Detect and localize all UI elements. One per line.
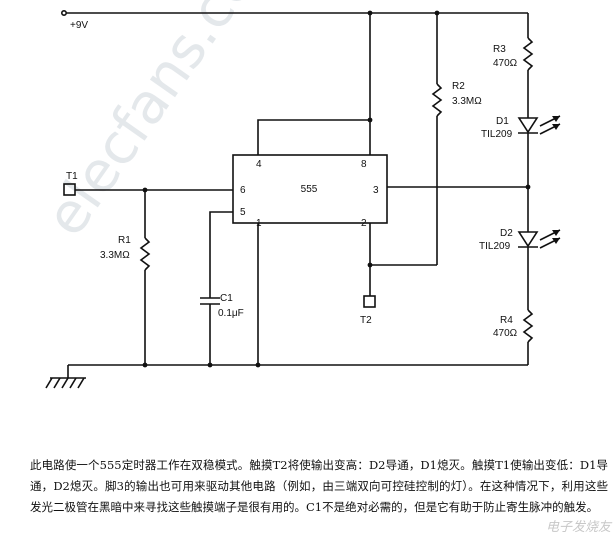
- d1-value: TIL209: [481, 129, 513, 140]
- supply-label: +9V: [70, 20, 88, 31]
- supply-rail: [60, 10, 528, 17]
- r1-ref: R1: [118, 235, 131, 246]
- d2-value: TIL209: [479, 241, 511, 252]
- pin-3: 3: [373, 185, 379, 196]
- pin-8: 8: [361, 159, 367, 170]
- c1-value: 0.1μF: [218, 308, 244, 319]
- touch-pad-t2: [363, 295, 376, 308]
- resistor-r2: [431, 13, 443, 265]
- circuit-schematic: elecfans.com +9V 555 4 8 6 5 3 1 2 T1 R1…: [33, 0, 561, 389]
- watermark: elecfans.com: [33, 0, 299, 248]
- corner-logo: 电子发烧友: [545, 520, 611, 535]
- r2-ref: R2: [452, 81, 465, 92]
- r2-value: 3.3MΩ: [452, 96, 482, 107]
- capacitor-c1: [200, 211, 233, 365]
- resistor-r4: [522, 309, 534, 365]
- t1-label: T1: [66, 171, 78, 182]
- pin-2: 2: [361, 218, 367, 229]
- ic-label: 555: [301, 184, 318, 195]
- r1-value: 3.3MΩ: [100, 250, 130, 261]
- caption-text: 此电路使一个555定时器工作在双稳模式。触摸T2将使输出变高：D2导通，D1熄灭…: [30, 458, 608, 514]
- ground-rail: [68, 362, 528, 368]
- led-d2: [517, 187, 561, 310]
- r3-value: 470Ω: [493, 58, 518, 69]
- pin-6: 6: [240, 185, 246, 196]
- pin-4: 4: [256, 159, 262, 170]
- d1-ref: D1: [496, 116, 509, 127]
- resistor-r1: [139, 190, 151, 365]
- d2-ref: D2: [500, 228, 513, 239]
- led-d1: [517, 115, 561, 187]
- pin-1: 1: [256, 218, 262, 229]
- r4-value: 470Ω: [493, 328, 518, 339]
- wire-pin2: [367, 223, 437, 296]
- ground-symbol: [45, 365, 86, 389]
- ic-555: [232, 154, 388, 224]
- c1-ref: C1: [220, 293, 233, 304]
- r3-ref: R3: [493, 44, 506, 55]
- t2-label: T2: [360, 315, 372, 326]
- r4-ref: R4: [500, 315, 513, 326]
- wire-pin3-output: [387, 184, 531, 190]
- pin-5: 5: [240, 207, 246, 218]
- wires-pin4-pin8: [257, 13, 373, 155]
- resistor-r3: [522, 13, 534, 118]
